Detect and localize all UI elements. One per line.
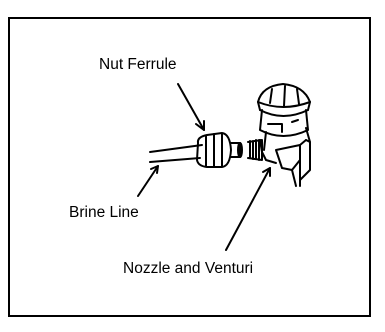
nut-ferrule-label: Nut Ferrule bbox=[99, 56, 177, 73]
nozzle-venturi-label: Nozzle and Venturi bbox=[123, 260, 254, 277]
leader-nozzle-venturi bbox=[225, 167, 271, 251]
brine-line-label: Brine Line bbox=[69, 204, 139, 221]
leader-nut-ferrule bbox=[177, 83, 205, 131]
nozzle-venturi-body bbox=[257, 83, 311, 187]
nut-ferrule bbox=[196, 132, 243, 168]
leader-brine-line bbox=[137, 165, 159, 197]
brine-line-tube bbox=[149, 144, 203, 163]
